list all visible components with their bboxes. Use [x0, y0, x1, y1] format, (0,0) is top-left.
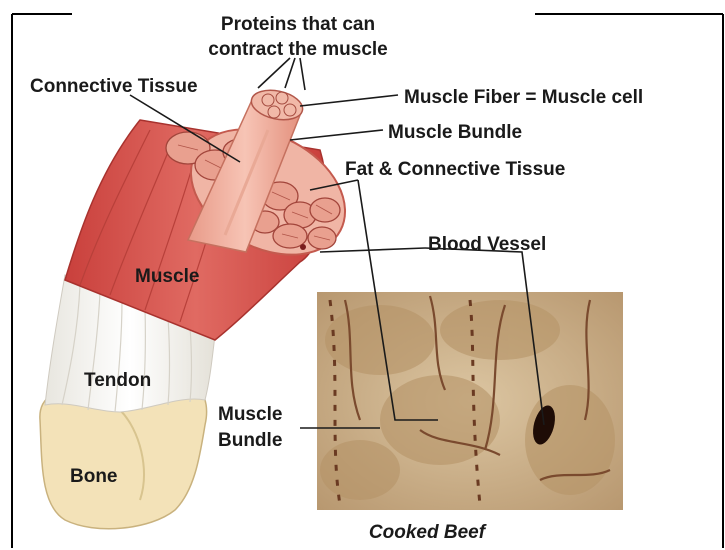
label-blood-vessel: Blood Vessel [428, 234, 546, 255]
label-muscle: Muscle [135, 266, 199, 287]
cooked-beef-photo [317, 292, 623, 510]
label-bone: Bone [70, 466, 118, 487]
label-tendon: Tendon [84, 370, 151, 391]
label-muscle-bundle-photo-line1: Muscle [218, 404, 282, 425]
label-connective-tissue: Connective Tissue [30, 76, 198, 97]
label-muscle-bundle-top: Muscle Bundle [388, 122, 522, 143]
photo-caption: Cooked Beef [369, 522, 487, 543]
label-fat-connective: Fat & Connective Tissue [345, 159, 565, 180]
label-proteins-line1: Proteins that can [221, 14, 375, 35]
label-muscle-fiber: Muscle Fiber = Muscle cell [404, 87, 643, 108]
label-proteins-line2: contract the muscle [208, 39, 388, 60]
label-muscle-bundle-photo-line2: Bundle [218, 430, 282, 451]
